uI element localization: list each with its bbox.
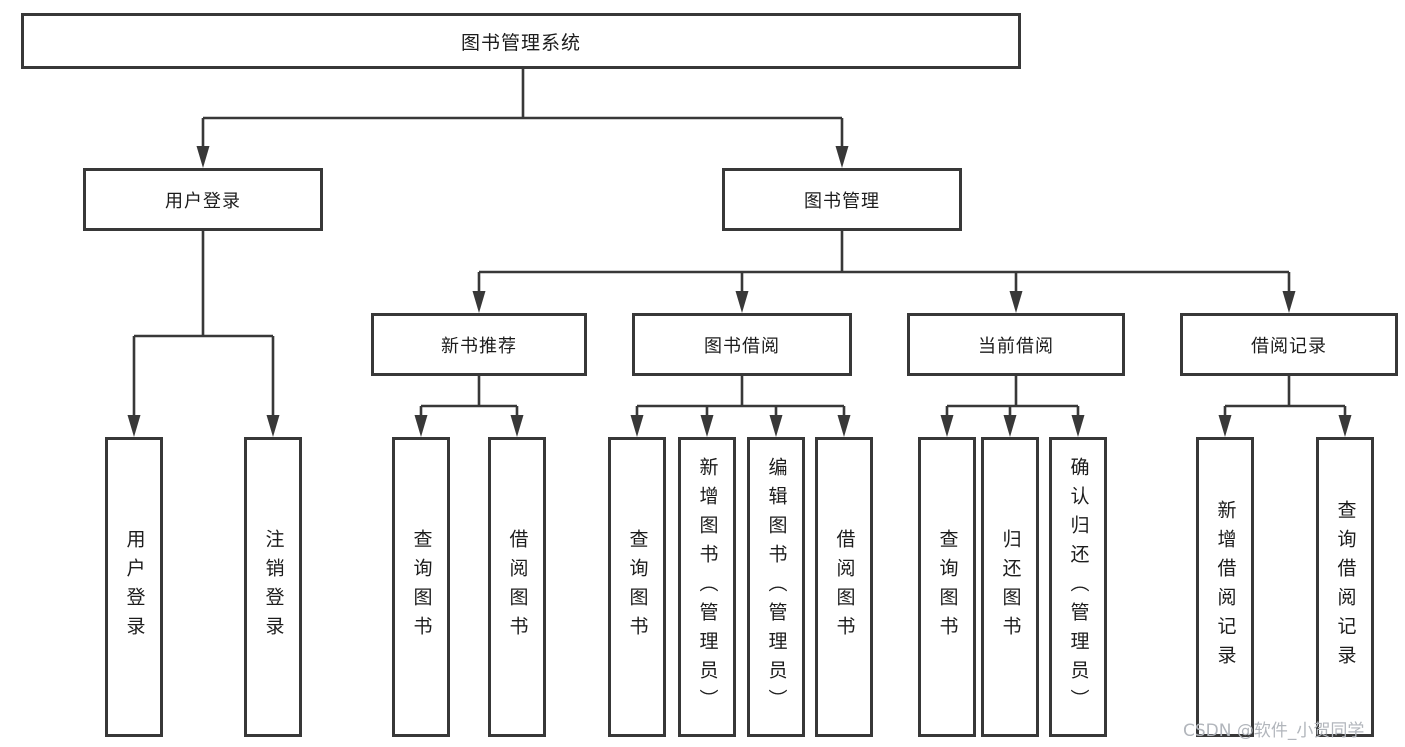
csdn-watermark: CSDN @软件_小贺同学 [1183,721,1365,741]
connector-book-borrow [635,376,846,417]
leaf-label: 查询图书 [626,529,649,645]
node-root: 图书管理系统 [21,13,1021,69]
leaf-label: 新增借阅记录 [1214,500,1237,674]
leaf-label: 确认归还（管理员） [1067,456,1090,718]
node-user-login: 用户登录 [83,168,323,231]
leaf-label: 用户登录 [123,529,146,645]
leaf-label: 注销登录 [262,529,285,645]
leaf-label: 归还图书 [999,529,1022,645]
connector-root [201,69,844,148]
leaf-label: 编辑图书（管理员） [765,456,788,718]
node-new-book-rec: 新书推荐 [371,313,587,376]
node-book-borrow: 图书借阅 [632,313,852,376]
arrowheads [127,146,1352,437]
leaf-confirm-return-admin: 确认归还（管理员） [1049,437,1107,737]
leaf-label: 查询图书 [410,529,433,645]
leaf-rec-query-books: 查询图书 [392,437,450,737]
leaf-user-login: 用户登录 [105,437,163,737]
leaf-logout: 注销登录 [244,437,302,737]
connector-borrow-record [1223,376,1347,417]
leaf-current-query-books: 查询图书 [918,437,976,737]
node-borrow-record: 借阅记录 [1180,313,1398,376]
leaf-borrow-books: 借阅图书 [815,437,873,737]
connector-book-mgmt [477,231,1291,293]
node-current-borrow: 当前借阅 [907,313,1125,376]
leaf-label: 借阅图书 [833,529,856,645]
leaf-label: 借阅图书 [506,529,529,645]
leaf-return-book: 归还图书 [981,437,1039,737]
leaf-query-borrow-record: 查询借阅记录 [1316,437,1374,737]
node-book-mgmt: 图书管理 [722,168,962,231]
connector-new-rec [419,376,519,417]
leaf-label: 新增图书（管理员） [696,456,719,718]
leaf-add-book-admin: 新增图书（管理员） [678,437,736,737]
leaf-add-borrow-record: 新增借阅记录 [1196,437,1254,737]
connector-current-borrow [945,376,1080,417]
leaf-borrow-query-books: 查询图书 [608,437,666,737]
leaf-edit-book-admin: 编辑图书（管理员） [747,437,805,737]
leaf-rec-borrow-books: 借阅图书 [488,437,546,737]
leaf-label: 查询图书 [936,529,959,645]
leaf-label: 查询借阅记录 [1334,500,1357,674]
connector-user-login [132,231,275,417]
